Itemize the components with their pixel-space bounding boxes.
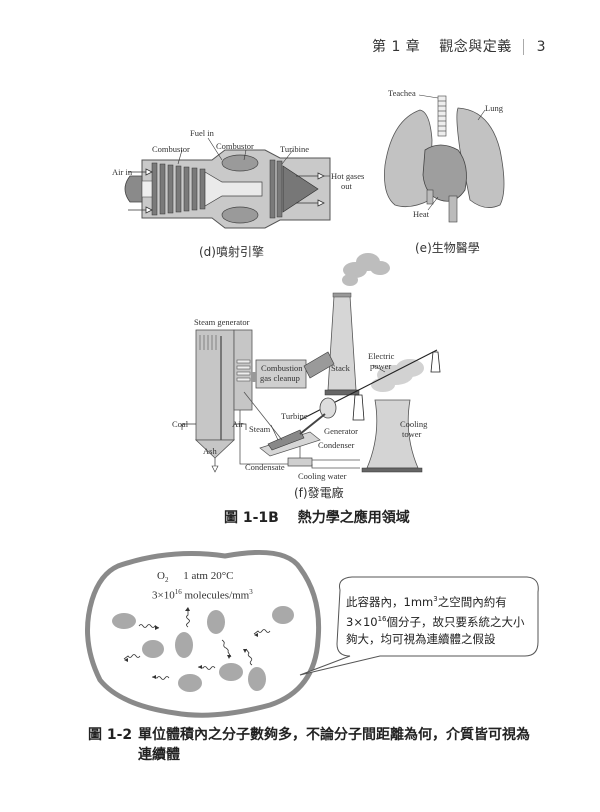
label-power: power [370, 361, 392, 371]
figure-title: 熱力學之應用領域 [297, 510, 410, 526]
caption-line-1: 單位體積內之分子數夠多，不論分子間距離為何，介質皆可視為 [138, 727, 530, 743]
label-hot-gases: Hot gases [331, 171, 365, 181]
label-air-in: Air in [112, 167, 133, 177]
molecular-density: 3×1016 molecules/mm3 [152, 588, 253, 602]
label-air: Air [232, 419, 244, 429]
label-turbine: Turibine [280, 144, 309, 154]
figure-caption-1-1B: 圖 1-1B 熱力學之應用領域 [224, 507, 410, 527]
label-condensate: Condensate [245, 462, 285, 472]
label-turbine: Turbine [281, 411, 308, 421]
bubble-line3: 夠大，均可視為連續體之假設 [346, 631, 496, 646]
page-header: 第 1 章 觀念與定義 3 [372, 36, 546, 56]
label-hot-gases-out: out [341, 181, 352, 191]
label-steam-generator: Steam generator [194, 317, 250, 327]
subcaption-power-plant: (f)發電廠 [294, 486, 344, 500]
chapter-number: 第 1 章 [372, 39, 421, 55]
bubble-line1a: 此容器內，1mm [346, 594, 434, 609]
density-unit-exponent: 3 [249, 588, 253, 596]
speech-bubble-text: 此容器內，1mm3之空間內約有 3×1016個分子，故只要系統之大小 夠大，均可… [346, 591, 536, 648]
label-cooling: Cooling [400, 419, 428, 429]
label-fuel-in: Fuel in [190, 128, 214, 138]
figure-caption-1-2: 圖 1-2 單位體積內之分子數夠多，不論分子間距離為何，介質皆可視為 連續體 [88, 725, 538, 765]
bubble-line1-exp: 3 [433, 595, 438, 603]
density-base: 3×10 [152, 589, 175, 602]
gas-formula-subscript: 2 [164, 576, 169, 585]
caption-line-2: 連續體 [138, 747, 180, 763]
label-ash: Ash [203, 446, 217, 456]
subcaption-biomedical: (e)生物醫學 [415, 241, 480, 255]
label-combustor-left: Combustor [152, 144, 190, 154]
label-condenser: Condenser [318, 440, 355, 450]
figure-label: 圖 1-2 [88, 727, 133, 743]
label-stack: Stack [331, 363, 350, 373]
chapter-title: 觀念與定義 [439, 39, 512, 55]
label-gas-cleanup: gas cleanup [260, 373, 300, 383]
label-cooling-water: Cooling water [298, 471, 347, 481]
bubble-line2b: 個分子，故只要系統之大小 [386, 614, 525, 629]
label-tower: tower [402, 429, 422, 439]
gas-state: 1 atm 20°C [183, 570, 234, 582]
label-steam: Steam [249, 424, 271, 434]
label-coal: Coal [172, 419, 189, 429]
label-generator: Generator [324, 426, 358, 436]
page-number: 3 [536, 39, 547, 55]
density-unit: molecules/mm [181, 589, 250, 602]
label-combustor-right: Combustor [216, 141, 254, 151]
bubble-line1b: 之空間內約有 [437, 594, 507, 609]
bubble-line2a: 3×10 [346, 614, 378, 629]
label-combustion: Combustion [261, 363, 303, 373]
gas-conditions: O2 1 atm 20°C [157, 570, 233, 584]
label-electric: Electric [368, 351, 395, 361]
label-lung: Lung [485, 103, 503, 113]
label-trachea: Teachea [388, 88, 416, 98]
figure-label: 圖 1-1B [224, 510, 279, 526]
label-heart: Heat [413, 209, 430, 219]
subcaption-jet-engine: (d)噴射引擎 [199, 245, 264, 259]
header-divider [522, 39, 524, 55]
gas-formula: O [157, 570, 165, 582]
bubble-line2-exp: 16 [377, 614, 387, 623]
density-exponent: 16 [174, 588, 182, 596]
